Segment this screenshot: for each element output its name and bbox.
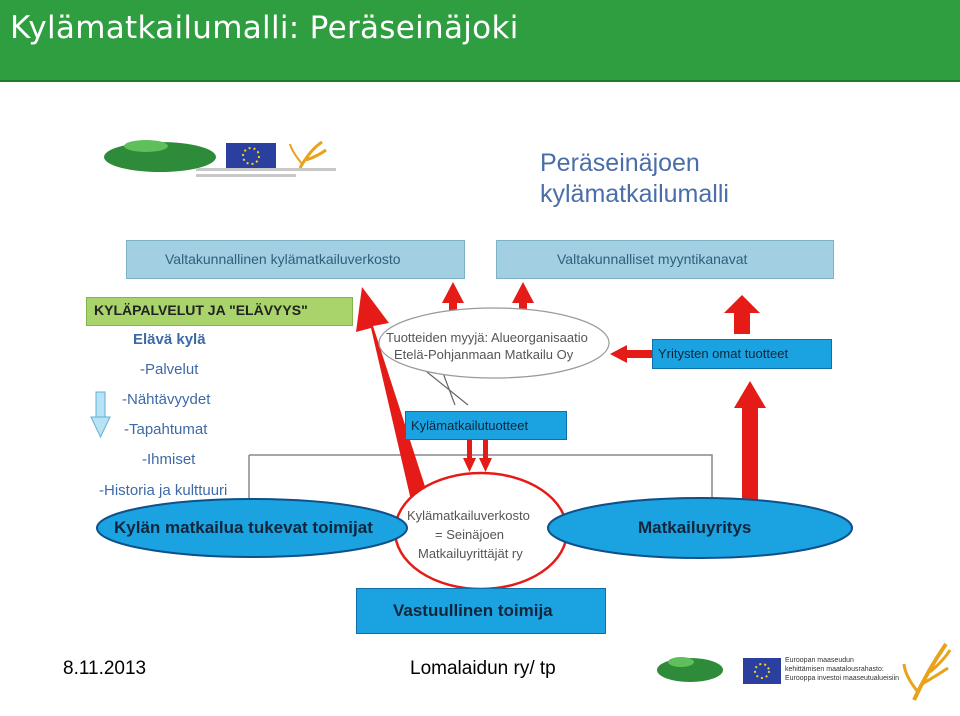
company-products-label: Yritysten omat tuotteet <box>658 346 789 361</box>
national-sales-box: Valtakunnalliset myyntikanavat <box>496 240 834 279</box>
left-oval-label: Kylän matkailua tukevat toimijat <box>114 518 373 537</box>
eu-caption-2 <box>196 174 296 177</box>
footer-date: 8.11.2013 <box>63 658 147 679</box>
national-network-label: Valtakunnallinen kylämatkailuverkosto <box>165 251 401 267</box>
diagram-title: Peräseinäjoen kylämatkailumalli <box>540 148 800 210</box>
right-oval <box>547 497 853 559</box>
footer-lomalaidun-logo <box>657 657 723 682</box>
seller-oval <box>378 307 610 379</box>
national-sales-label: Valtakunnalliset myyntikanavat <box>557 251 748 267</box>
company-products-box: Yritysten omat tuotteet <box>652 339 832 369</box>
down-arrow-icon <box>90 391 111 439</box>
footer-org: Lomalaidun ry/ tp <box>410 658 556 679</box>
village-list-item: -Ihmiset <box>142 451 196 468</box>
village-services-box: KYLÄPALVELUT JA "ELÄVYYS" <box>86 297 353 326</box>
footer-eu-flag-icon <box>743 658 781 684</box>
network-line3: Matkailuyrittäjät ry <box>418 546 523 561</box>
village-list-item: -Palvelut <box>140 361 199 378</box>
seller-line1: Tuotteiden myyjä: Alueorganisaatio <box>386 330 588 345</box>
network-line1: Kylämatkailuverkosto <box>407 508 530 523</box>
footer-eu-caption-1: Euroopan maaseudun <box>785 657 854 664</box>
eu-caption-1 <box>196 168 336 171</box>
arrow-company-to-products <box>734 381 766 503</box>
village-services-heading: KYLÄPALVELUT JA "ELÄVYYS" <box>94 302 308 318</box>
seller-line2: Etelä-Pohjanmaan Matkailu Oy <box>394 347 574 362</box>
right-oval-label: Matkailuyritys <box>638 518 752 537</box>
diagram-title-line1: Peräseinäjoen <box>540 149 700 177</box>
footer-wheat-icon <box>902 642 952 701</box>
village-list-item: -Nähtävyydet <box>122 391 211 408</box>
network-line2: = Seinäjoen <box>435 527 505 542</box>
diagram-title-line2: kylämatkailumalli <box>540 180 729 208</box>
eu-flag-icon <box>226 143 276 169</box>
arrows-up-to-sales <box>442 282 760 334</box>
footer-eu-caption-3: Eurooppa investoi maaseutualueisiin <box>785 675 900 682</box>
footer-eu-caption-2: kehittämisen maatalousrahasto: <box>785 666 884 673</box>
slide-title: Kylämatkailumalli: Peräseinäjoki <box>10 10 519 46</box>
arrow-to-seller <box>610 345 652 363</box>
arrows-into-network <box>463 437 492 472</box>
big-diagonal-arrow <box>356 287 431 509</box>
village-products-label: Kylämatkailutuotteet <box>411 418 529 433</box>
village-products-box: Kylämatkailutuotteet <box>405 411 567 440</box>
village-list-heading: Elävä kylä <box>133 331 206 348</box>
wheat-icon <box>289 140 327 169</box>
slide-header: Kylämatkailumalli: Peräseinäjoki <box>0 0 960 82</box>
village-list-item: -Historia ja kulttuuri <box>99 482 228 499</box>
responsible-label: Vastuullinen toimija <box>393 601 553 620</box>
national-network-box: Valtakunnallinen kylämatkailuverkosto <box>126 240 465 279</box>
left-oval <box>96 498 408 558</box>
responsible-box: Vastuullinen toimija <box>356 588 606 634</box>
village-list-item: -Tapahtumat <box>124 421 208 438</box>
lomalaidun-logo <box>104 140 216 172</box>
footer-eu-caption: Euroopan maaseudun kehittämisen maatalou… <box>785 656 905 683</box>
